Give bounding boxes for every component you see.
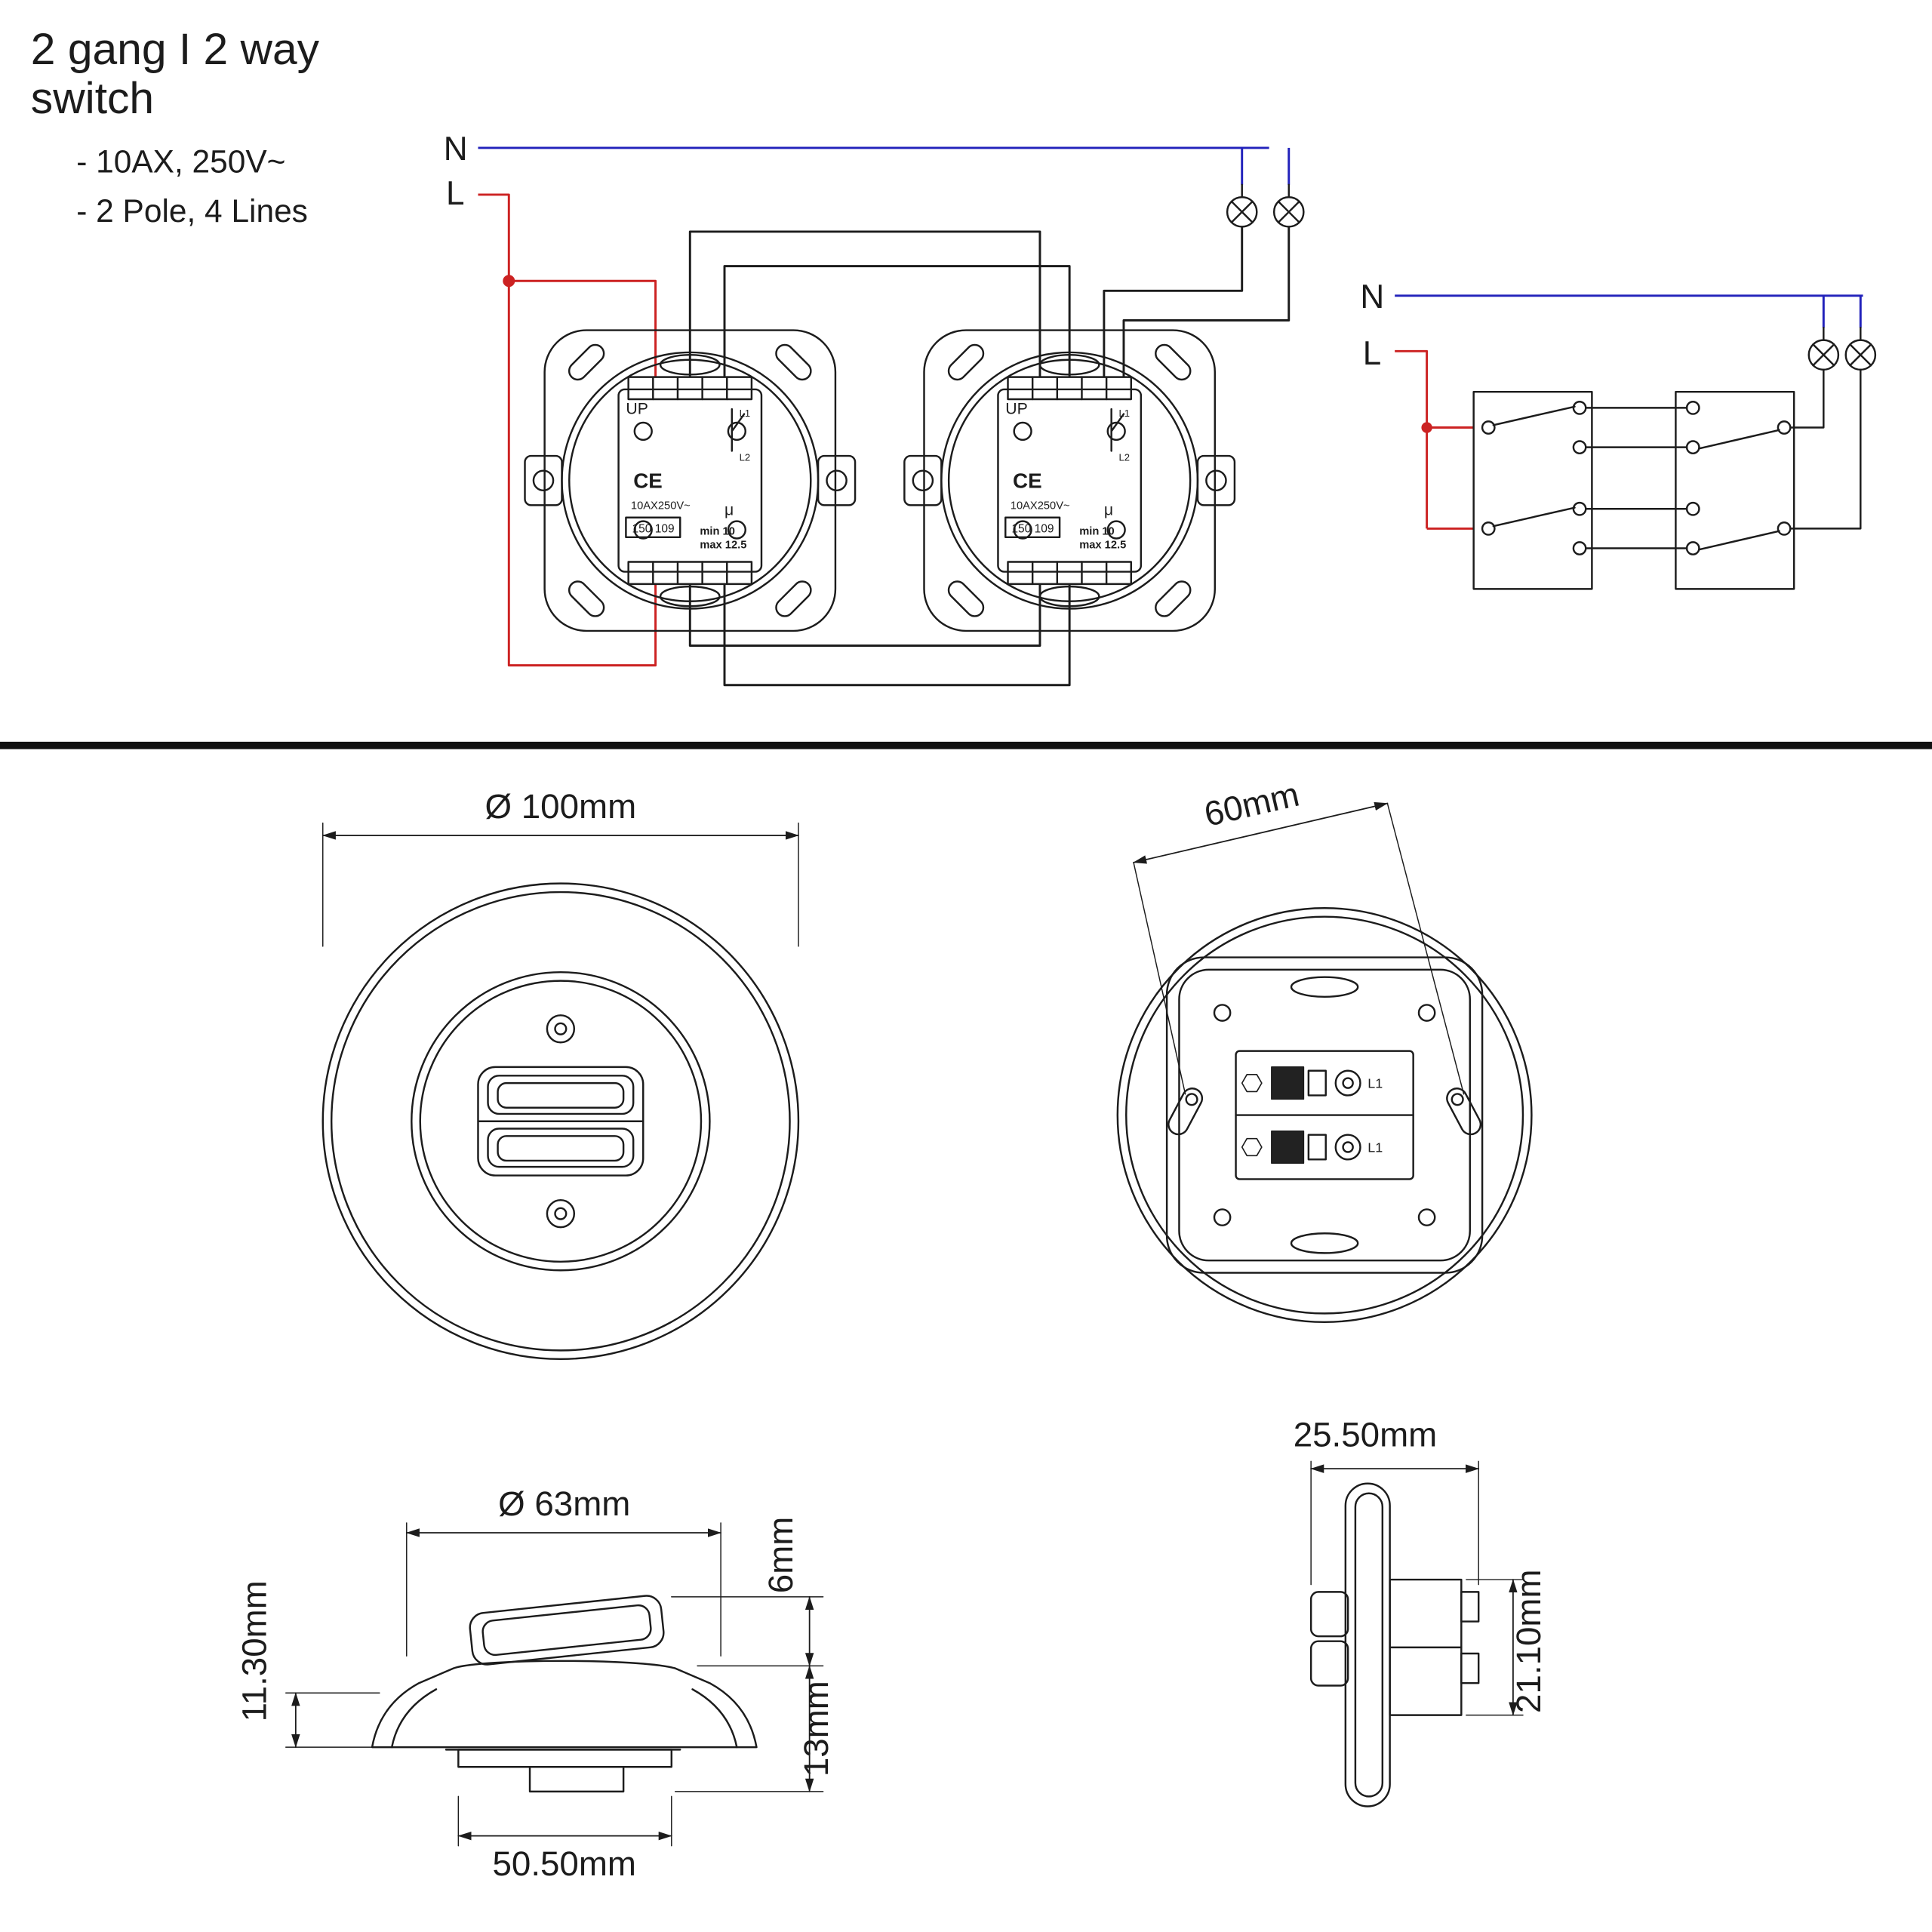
side-view-left: Ø 63mm 6mm 13mm 11.30mm 50.50mm [235,1484,835,1883]
live-label: L [446,175,465,212]
front-diameter-value: Ø 100mm [485,787,637,826]
load-wires [688,226,1291,687]
switch-mechanism-right [903,329,1236,632]
front-screws [546,1014,576,1229]
plate-height-dimension: 11.30mm [235,1580,380,1748]
keyhole-left [1168,1088,1204,1136]
schematic-lamp-1 [1807,327,1840,371]
total-depth-dimension: 25.50mm [1294,1416,1480,1586]
insert-height-value: 13mm [797,1681,835,1777]
lamp-2 [1272,183,1305,228]
mech-depth-value: 21.10mm [1509,1569,1548,1713]
insert-width-value: 50.50mm [492,1844,636,1883]
side-view-right: 25.50mm 21.10mm [1294,1416,1548,1807]
neutral-label: N [444,131,468,168]
schematic-switch-boxes [1472,368,1862,590]
lamp-1 [1226,183,1258,228]
plate-height-value: 11.30mm [235,1580,274,1721]
wiring-diagram: N L [444,131,1305,687]
front-view: Ø 100mm [321,787,800,1361]
schematic-neutral-wire [1395,294,1863,328]
live-wire [478,193,657,667]
circuit-schematic: N L [1360,278,1877,590]
plate-diameter-dimension: Ø 63mm [405,1484,721,1657]
spec-line-2: - 2 Pole, 4 Lines [76,193,308,229]
keyhole-right [1446,1088,1482,1136]
schematic-live-label: L [1363,335,1382,372]
total-depth-value: 25.50mm [1294,1416,1438,1454]
rocker-height-dimension: 6mm [671,1517,824,1667]
spec-line-1: - 10AX, 250V~ [76,144,285,180]
back-l1-label-top: L1 [1367,1076,1383,1091]
section-divider [0,741,1932,749]
plate-diameter-value: Ø 63mm [498,1484,630,1523]
insert-height-dimension: 13mm [674,1665,835,1792]
insert-width-dimension: 50.50mm [457,1795,672,1883]
back-mechanism-block: L1 L1 [1235,1050,1414,1180]
rocker-height-value: 6mm [761,1517,800,1594]
mount-spacing-dimension: 60mm [1133,775,1465,1095]
mech-depth-dimension: 21.10mm [1466,1569,1548,1716]
switch-mechanism-left [524,329,857,632]
rocker-front [477,1066,645,1177]
schematic-neutral-label: N [1360,278,1384,315]
page-title-line1: 2 gang I 2 way [31,25,320,74]
header: 2 gang I 2 way switch - 10AX, 250V~ - 2 … [31,25,320,229]
front-diameter-dimension: Ø 100mm [321,787,799,947]
back-view: L1 L1 60mm [1116,775,1533,1324]
neutral-wire [478,146,1291,185]
mount-spacing-value: 60mm [1201,775,1303,834]
back-l1-label-bottom: L1 [1367,1140,1383,1155]
rocker-profile [469,1595,665,1666]
page-title-line2: switch [31,74,154,123]
schematic-live-wire [1395,349,1474,530]
schematic-lamp-2 [1844,327,1877,371]
